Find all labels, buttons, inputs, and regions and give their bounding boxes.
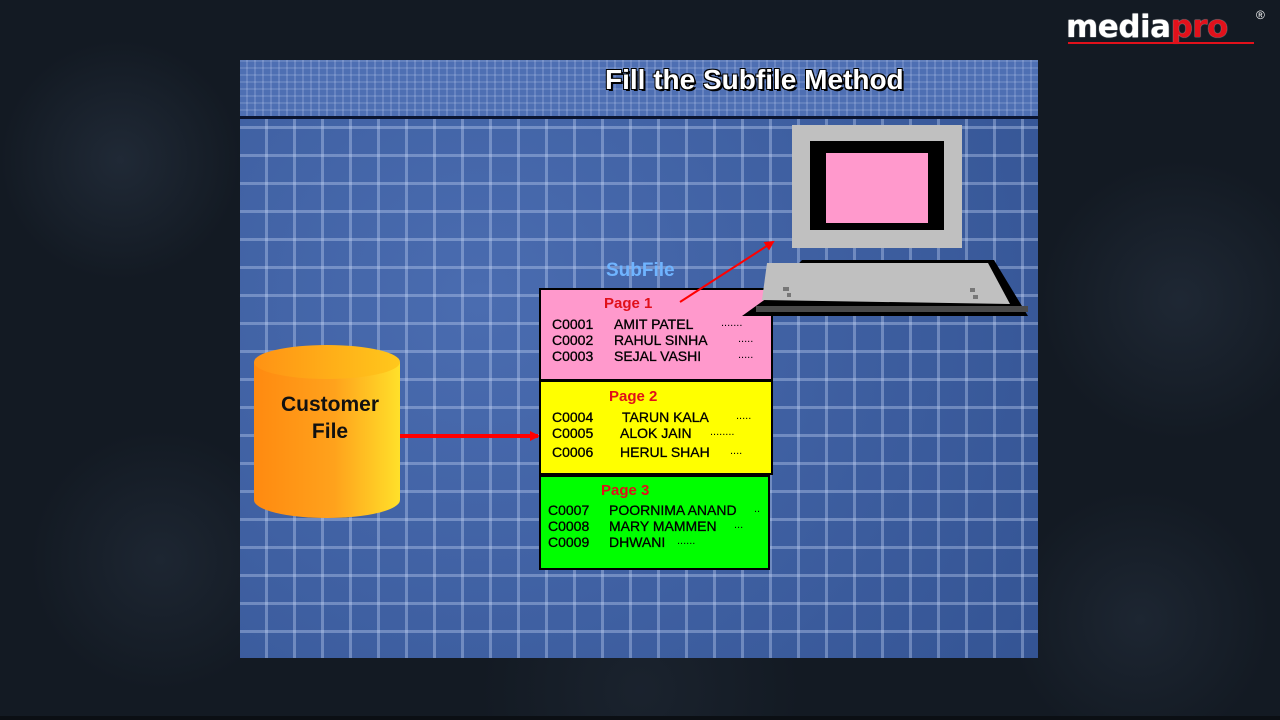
page-1-box	[539, 288, 773, 381]
record-code: C0006	[552, 444, 593, 460]
keyboard-key	[787, 293, 791, 297]
record-name: ALOK JAIN	[620, 425, 692, 441]
record-code: C0007	[548, 502, 589, 518]
keyboard-edge	[756, 306, 1028, 312]
record-name: RAHUL SINHA	[614, 332, 708, 348]
customer-file-cylinder: Customer File	[254, 345, 400, 518]
cylinder-body	[254, 362, 400, 518]
keyboard-key	[973, 295, 978, 299]
record-dots: ......	[677, 535, 695, 547]
logo-underline	[1068, 42, 1254, 44]
record-dots: .....	[736, 410, 751, 422]
record-name: MARY MAMMEN	[609, 518, 717, 534]
video-bottom-strip	[0, 716, 1280, 720]
registered-mark: ®	[1256, 8, 1265, 22]
slide-title: Fill the Subfile Method	[605, 64, 904, 95]
slide-header-band	[240, 60, 1038, 116]
logo-media-text: media	[1066, 9, 1171, 45]
page-3-box	[539, 475, 770, 570]
record-name: AMIT PATEL	[614, 316, 694, 332]
record-dots: .....	[738, 349, 753, 361]
record-code: C0002	[552, 332, 593, 348]
customer-file-label-line1: Customer	[281, 393, 379, 416]
cylinder-top	[254, 345, 400, 379]
record-code: C0004	[552, 409, 593, 425]
mediapro-logo: mediapro	[1066, 8, 1228, 46]
record-code: C0001	[552, 316, 593, 332]
page-2-box	[539, 380, 773, 475]
record-name: TARUN KALA	[622, 409, 710, 425]
logo-pro-text: pro	[1170, 9, 1229, 45]
record-name: SEJAL VASHI	[614, 348, 701, 364]
record-code: C0009	[548, 534, 589, 550]
record-dots: ........	[710, 426, 734, 438]
page-2-title: Page 2	[609, 388, 657, 405]
subfile-page-1: Page 1 C0001 AMIT PATEL ....... C0002 RA…	[539, 288, 773, 381]
record-name: POORNIMA ANAND	[609, 502, 737, 518]
subfile-diagram: Customer File SubFile Page 1 C0001 AMIT …	[254, 125, 1028, 570]
record-dots: ...	[734, 519, 743, 531]
keyboard-base	[762, 263, 1010, 304]
record-code: C0005	[552, 425, 593, 441]
subfile-page-3: Page 3 C0007 POORNIMA ANAND .. C0008 MAR…	[539, 475, 770, 570]
subfile-page-2: Page 2 C0004 TARUN KALA ..... C0005 ALOK…	[539, 380, 773, 475]
slide-header-divider	[240, 116, 1038, 119]
keyboard-key	[970, 288, 975, 292]
record-name: HERUL SHAH	[620, 444, 710, 460]
monitor-screen	[826, 153, 928, 223]
page-3-title: Page 3	[601, 482, 649, 499]
record-dots: .......	[721, 317, 742, 329]
subfile-label: SubFile	[606, 260, 675, 281]
keyboard-key	[783, 287, 789, 291]
record-dots: ..	[754, 503, 760, 515]
page-1-title: Page 1	[604, 295, 652, 312]
record-code: C0003	[552, 348, 593, 364]
record-name: DHWANI	[609, 534, 665, 550]
subfile-to-display-arrow	[679, 240, 775, 303]
record-dots: .....	[738, 333, 753, 345]
computer-terminal	[742, 125, 1028, 316]
record-dots: ....	[730, 445, 742, 457]
presentation-slide: Fill the Subfile Method	[240, 60, 1038, 658]
customer-file-label-line2: File	[312, 420, 348, 443]
record-code: C0008	[548, 518, 589, 534]
